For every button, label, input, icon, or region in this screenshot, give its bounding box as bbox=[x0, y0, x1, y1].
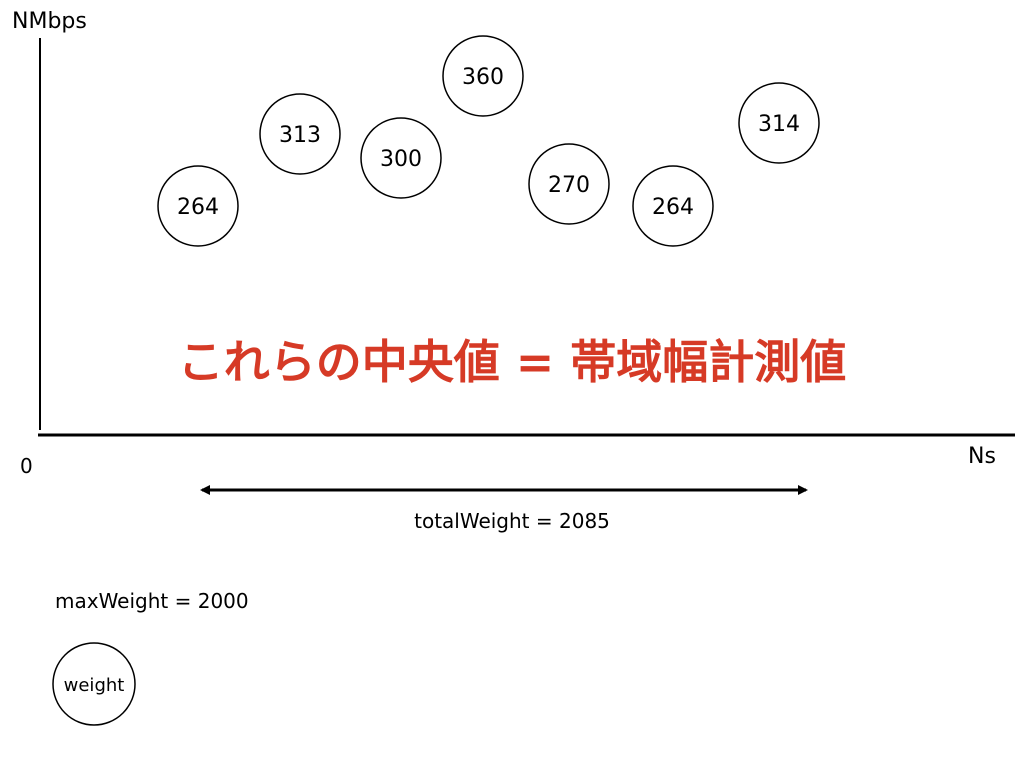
sample-node-3: 300 bbox=[360, 117, 442, 199]
sample-value-3: 300 bbox=[380, 147, 422, 172]
sample-value-7: 314 bbox=[758, 112, 800, 137]
sample-node-7: 314 bbox=[738, 82, 820, 164]
median-caption: これらの中央値 = 帯域幅計測値 bbox=[178, 335, 847, 389]
sample-node-2: 313 bbox=[259, 93, 341, 175]
weight-legend-node: weight bbox=[52, 642, 136, 726]
x-axis-label: Ns bbox=[968, 444, 996, 469]
sample-value-2: 313 bbox=[279, 123, 321, 148]
origin-label: 0 bbox=[20, 454, 33, 478]
weight-legend-label: weight bbox=[64, 675, 125, 696]
sample-node-6: 264 bbox=[632, 165, 714, 247]
y-axis-label: NMbps bbox=[12, 9, 87, 34]
sample-node-1: 264 bbox=[157, 165, 239, 247]
max-weight-label: maxWeight = 2000 bbox=[55, 589, 249, 613]
sample-value-6: 264 bbox=[652, 195, 694, 220]
sample-value-4: 360 bbox=[462, 65, 504, 90]
sample-value-5: 270 bbox=[548, 173, 590, 198]
sample-node-4: 360 bbox=[442, 35, 524, 117]
total-weight-label: totalWeight = 2085 bbox=[414, 509, 610, 533]
sample-node-5: 270 bbox=[528, 143, 610, 225]
sample-value-1: 264 bbox=[177, 195, 219, 220]
